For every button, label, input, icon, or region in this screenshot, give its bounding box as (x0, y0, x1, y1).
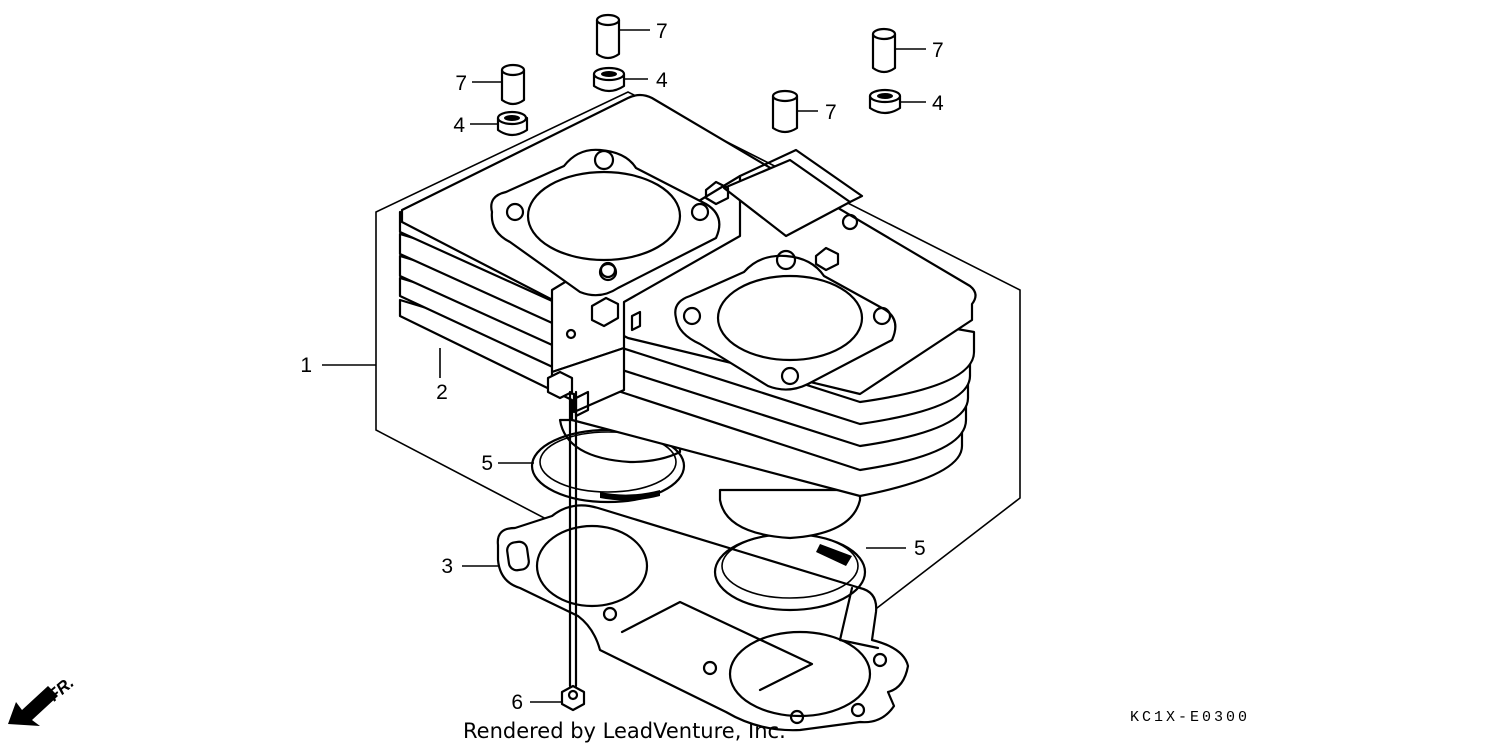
leader-lines (322, 29, 926, 703)
callout-7-left: 7 (455, 72, 467, 95)
dowel-pin-7b[interactable] (595, 13, 621, 60)
callout-4-right: 4 (932, 92, 944, 115)
drawing-code: KC1X-E0300 (1130, 709, 1250, 726)
callout-6: 6 (511, 691, 523, 714)
callout-labels: 1 2 3 4 4 4 5 5 6 7 7 7 7 (300, 20, 944, 714)
cylinder-block[interactable] (398, 93, 977, 498)
callout-4-left: 4 (453, 114, 465, 137)
assembly-bracket-1 (375, 91, 1021, 659)
dowel-pin-7c[interactable] (771, 89, 799, 134)
callout-5-right: 5 (914, 537, 926, 560)
collar-4a[interactable] (496, 110, 529, 137)
callout-1: 1 (300, 354, 312, 377)
callout-2: 2 (436, 381, 448, 404)
render-credit: Rendered by LeadVenture, Inc. (463, 719, 786, 743)
base-gasket[interactable] (496, 504, 910, 732)
front-arrow-icon (8, 686, 58, 726)
callout-7-right: 7 (932, 39, 944, 62)
callout-7-top: 7 (656, 20, 668, 43)
callout-7-center: 7 (825, 101, 837, 124)
dowel-pin-7a[interactable] (500, 63, 526, 106)
dowel-pin-7d[interactable] (871, 27, 897, 74)
collar-4c[interactable] (868, 88, 902, 115)
callout-3: 3 (441, 555, 453, 578)
callout-4-center: 4 (656, 69, 668, 92)
front-direction-indicator: FR. (8, 673, 78, 726)
callout-5-left: 5 (481, 452, 493, 475)
collar-4b[interactable] (592, 66, 626, 93)
stud-and-nut[interactable] (560, 390, 586, 712)
